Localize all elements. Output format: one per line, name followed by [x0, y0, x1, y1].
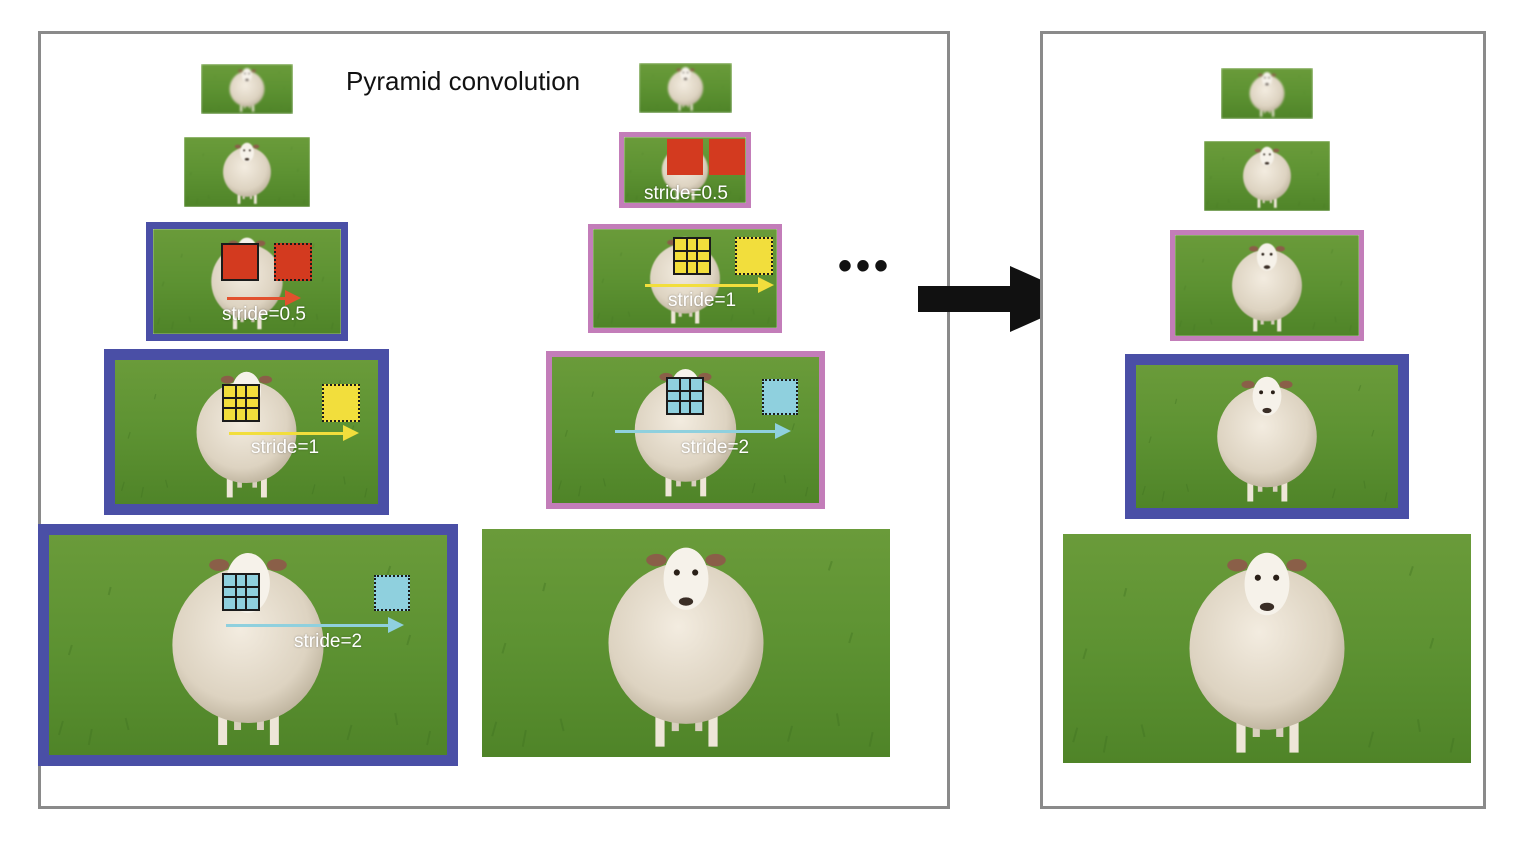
yellow-kernel-col2-shifted: [735, 237, 773, 275]
stride-label-col2-two: stride=2: [681, 437, 750, 458]
stride-arrow-col2-yellow: [645, 284, 760, 287]
stride-arrowhead-yellow: [343, 425, 359, 441]
sheep-image-col2-level-5: [482, 529, 890, 757]
kernel-grid: [675, 239, 709, 273]
output-image-level-2: [1204, 141, 1330, 211]
sheep-image-col2-level-2-framed: [619, 132, 751, 208]
stride-arrow-red: [227, 297, 287, 300]
stride-arrowhead-col2-yellow: [758, 277, 774, 293]
stride-arrowhead-cyan: [388, 617, 404, 633]
sheep-image-col2-level-1: [639, 63, 732, 113]
red-kernel-shifted: [274, 243, 312, 281]
stride-label-two: stride=2: [294, 631, 363, 652]
output-image-level-3-framed: [1170, 230, 1364, 341]
red-kernel-solid: [221, 243, 259, 281]
sheep-image-level-4-framed: [104, 349, 389, 515]
yellow-kernel-solid: [222, 384, 260, 422]
stride-arrowhead-col2-cyan: [775, 423, 791, 439]
sheep-image-level-2: [184, 137, 310, 207]
kernel-grid: [224, 386, 258, 420]
stride-arrow-col2-cyan: [615, 430, 777, 433]
stride-label-col2-one: stride=1: [668, 290, 737, 311]
output-image-level-4-framed: [1125, 354, 1409, 519]
output-image-level-1: [1221, 68, 1313, 119]
red-kernel-col2-shifted: [709, 139, 745, 175]
stride-label-one: stride=1: [251, 437, 320, 458]
sheep-image-level-1: [201, 64, 293, 114]
output-image-level-5: [1063, 534, 1471, 763]
sheep-image-level-3-framed: [146, 222, 348, 341]
ellipsis: •••: [838, 244, 893, 288]
sheep-image-col2-level-3-framed: [588, 224, 782, 333]
kernel-grid: [668, 379, 702, 413]
stride-label-half: stride=0.5: [222, 304, 306, 325]
sheep-image-col2-level-4-framed: [546, 351, 825, 509]
cyan-kernel-shifted: [374, 575, 410, 611]
sheep-image-level-5-framed: [38, 524, 458, 766]
cyan-kernel-col2: [666, 377, 704, 415]
cyan-kernel-col2-shifted: [762, 379, 798, 415]
stride-arrowhead-red: [285, 290, 301, 306]
cyan-kernel-solid: [222, 573, 260, 611]
stride-arrow-yellow: [229, 432, 345, 435]
red-kernel-col2: [667, 139, 703, 175]
stride-arrow-cyan: [226, 624, 390, 627]
kernel-grid: [224, 575, 258, 609]
stride-label-col2-half: stride=0.5: [644, 183, 728, 204]
yellow-kernel-col2: [673, 237, 711, 275]
panel-title: Pyramid convolution: [346, 66, 581, 96]
yellow-kernel-shifted: [322, 384, 360, 422]
